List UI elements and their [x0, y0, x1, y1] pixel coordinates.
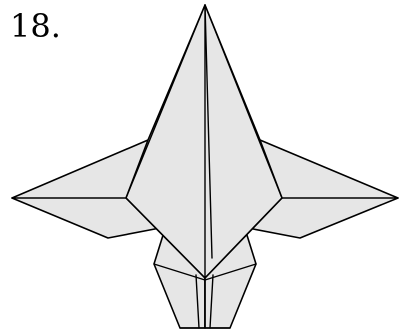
- central-flap: [126, 5, 282, 278]
